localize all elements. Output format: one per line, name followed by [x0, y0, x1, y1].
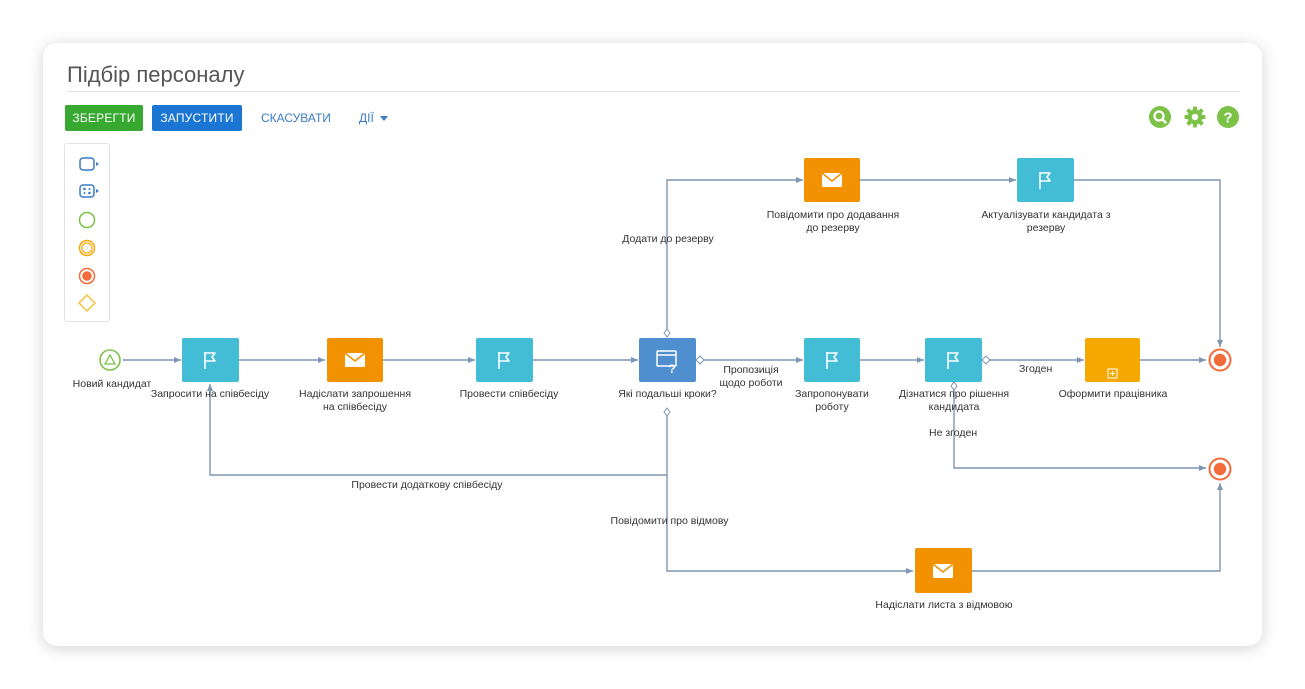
flow-extra-interview[interactable]	[207, 384, 668, 476]
envelope-icon	[821, 172, 843, 187]
end-event-hired[interactable]	[1208, 348, 1232, 372]
task-interview-label: Провести співбесіду	[459, 388, 559, 400]
flow-label-disagreed: Не згоден	[929, 427, 978, 439]
svg-text:?: ?	[668, 362, 675, 376]
flow-reject[interactable]	[666, 475, 913, 574]
svg-text:?: ?	[1223, 110, 1232, 127]
intermediate-event-icon[interactable]	[65, 236, 109, 260]
flow-to-reserve[interactable]	[666, 177, 803, 334]
element-palette	[64, 143, 110, 322]
gear-icon[interactable]	[1184, 106, 1206, 128]
task-notify-reserve[interactable]	[804, 158, 860, 202]
task-next-steps[interactable]: ?	[639, 338, 696, 382]
help-icon[interactable]: ?	[1217, 106, 1239, 128]
flow-update-end[interactable]	[1074, 179, 1223, 347]
task-next-steps-label: Які подальші кроки?	[618, 388, 717, 400]
task-offer[interactable]	[804, 338, 860, 382]
task-decision[interactable]	[925, 338, 982, 382]
start-event-icon[interactable]	[65, 208, 109, 232]
actions-dropdown[interactable]: ДІЇ	[359, 105, 388, 131]
gateway-icon[interactable]	[65, 291, 109, 315]
end-event-icon[interactable]	[65, 264, 109, 288]
flow-label-agreed: Згоден	[1019, 363, 1053, 375]
flow-label-to-reserve: Додати до резерву	[622, 233, 714, 245]
subprocess-onboard-label: Оформити працівника	[1058, 388, 1168, 400]
flow-disagreed[interactable]	[953, 386, 1206, 471]
gateway-port	[663, 407, 671, 417]
task-send-invite-label: Надіслати запрошення на співбесіду	[298, 388, 412, 413]
flow-label-reject: Повідомити про відмову	[610, 515, 729, 527]
task-offer-label: Запропонувати роботу	[795, 388, 869, 413]
task-notify-reserve-label: Повідомити про додавання до резерву	[766, 209, 900, 234]
search-icon[interactable]	[1149, 106, 1171, 128]
flow-label-extra-interview: Провести додаткову співбесіду	[351, 479, 503, 491]
flow-reject-end[interactable]	[972, 483, 1223, 572]
task-interview[interactable]	[476, 338, 533, 382]
gateway-port	[663, 328, 671, 338]
task-update-reserve[interactable]	[1017, 158, 1074, 202]
subprocess-onboard[interactable]	[1085, 338, 1140, 382]
subprocess-marker-icon	[1107, 368, 1118, 379]
task-send-invite[interactable]	[327, 338, 383, 382]
chevron-down-icon	[379, 116, 388, 122]
gateway-port	[695, 355, 705, 365]
title-divider	[67, 91, 1240, 92]
task-icon[interactable]	[65, 153, 109, 177]
run-button[interactable]: ЗАПУСТИТИ	[152, 105, 242, 131]
cancel-link[interactable]: СКАСУВАТИ	[261, 111, 331, 125]
end-event-declined[interactable]	[1208, 457, 1232, 481]
task-invite[interactable]	[182, 338, 239, 382]
start-event[interactable]	[99, 349, 121, 371]
save-button[interactable]: ЗБЕРЕГТИ	[65, 105, 143, 131]
flag-icon	[947, 352, 959, 369]
subprocess-icon[interactable]	[65, 180, 109, 204]
page-title: Підбір персоналу	[67, 62, 245, 87]
actions-label: ДІЇ	[359, 111, 374, 125]
flag-icon	[204, 352, 216, 369]
envelope-icon	[932, 563, 954, 578]
flag-icon	[826, 352, 838, 369]
envelope-icon	[344, 352, 366, 367]
question-dialog-icon: ?	[656, 350, 677, 376]
task-reject-letter[interactable]	[915, 548, 972, 593]
gateway-port	[981, 355, 991, 365]
flag-icon	[1039, 172, 1051, 189]
flag-icon	[498, 352, 510, 369]
flow-label-job-offer: Пропозиція щодо роботи	[719, 364, 783, 389]
start-event-label: Новий кандидат	[72, 378, 152, 390]
task-update-reserve-label: Актуалізувати кандидата з резерву	[981, 209, 1111, 234]
task-invite-label: Запросити на співбесіду	[150, 388, 270, 400]
task-reject-letter-label: Надіслати листа з відмовою	[875, 599, 1013, 611]
gateway-port	[950, 381, 958, 391]
task-decision-label: Дізнатися про рішення кандидата	[898, 388, 1010, 413]
